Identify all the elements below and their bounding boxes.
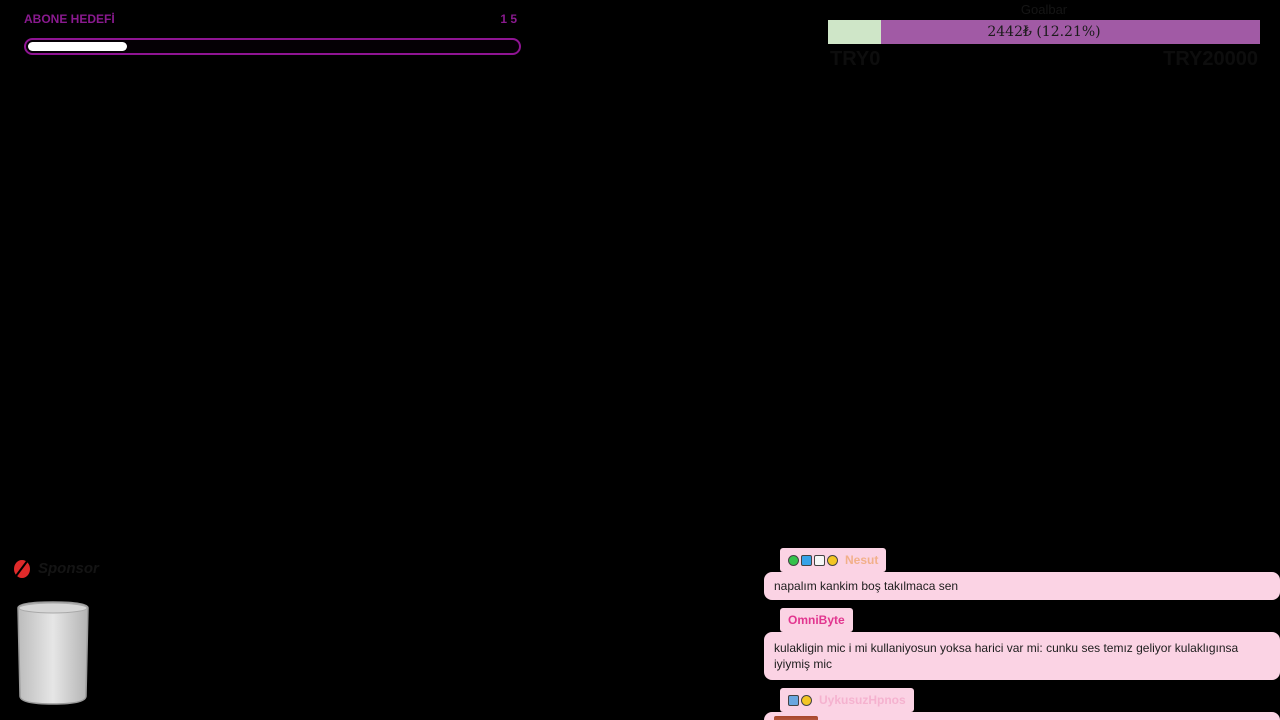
subscriber-goal-progress-bar <box>24 38 521 55</box>
chat-message-body <box>764 712 1280 720</box>
donation-goal-title: Goalbar <box>1020 2 1068 17</box>
chat-username: UykusuzHpnos <box>819 693 906 707</box>
subscriber-goal-header: ABONE HEDEFİ 1 5 <box>24 12 521 30</box>
sponsor-name: Sponsor <box>38 559 99 577</box>
donation-goal-bar: 2442₺ (12.21%) <box>828 20 1260 44</box>
chat-username-tag: UykusuzHpnos <box>780 688 914 712</box>
chat-message-text: napalım kankim boş takılmaca sen <box>764 572 1280 600</box>
chat-username-tag: Nesut <box>780 548 887 572</box>
cube-badge-icon <box>801 554 812 566</box>
sponsor-logo: Sponsor <box>12 556 99 580</box>
coin-badge-icon <box>801 694 812 706</box>
chat-username: Nesut <box>845 553 879 567</box>
subscriber-goal-count: 1 5 <box>500 12 517 26</box>
emote-image <box>774 716 818 720</box>
heart-badge-icon <box>814 554 825 566</box>
subscriber-goal-title: ABONE HEDEFİ <box>24 12 115 26</box>
donation-goal-min-label: TRY0 <box>830 48 881 70</box>
badge-group <box>788 554 838 566</box>
chat-message: OmniByte kulakligin mic i mi kullaniyosu… <box>764 608 1280 680</box>
chat-username: OmniByte <box>788 613 845 627</box>
check-badge-icon <box>788 554 799 566</box>
chat-message-text: kulakligin mic i mi kullaniyosun yoksa h… <box>764 632 1280 680</box>
coin-badge-icon <box>827 554 838 566</box>
subscriber-goal-widget: ABONE HEDEFİ 1 5 <box>24 12 521 55</box>
donation-goal-max-label: TRY20000 <box>1163 48 1258 70</box>
donation-goal-widget: Goalbar 2442₺ (12.21%) TRY0 TRY20000 <box>828 0 1260 80</box>
subscriber-goal-progress-fill <box>28 42 127 51</box>
sponsor-logo-icon <box>14 559 30 578</box>
donation-goal-progress-text: 2442₺ (12.21%) <box>987 24 1101 40</box>
donation-goal-fill <box>828 20 881 44</box>
chat-message: UykusuzHpnos <box>764 688 1280 720</box>
chat-overlay: Nesut napalım kankim boş takılmaca sen O… <box>764 548 1280 720</box>
badge-group <box>788 694 812 706</box>
chat-username-tag: OmniByte <box>780 608 853 632</box>
glass-icon <box>17 601 89 705</box>
tool-badge-icon <box>788 694 799 706</box>
chat-message: Nesut napalım kankim boş takılmaca sen <box>764 548 1280 600</box>
